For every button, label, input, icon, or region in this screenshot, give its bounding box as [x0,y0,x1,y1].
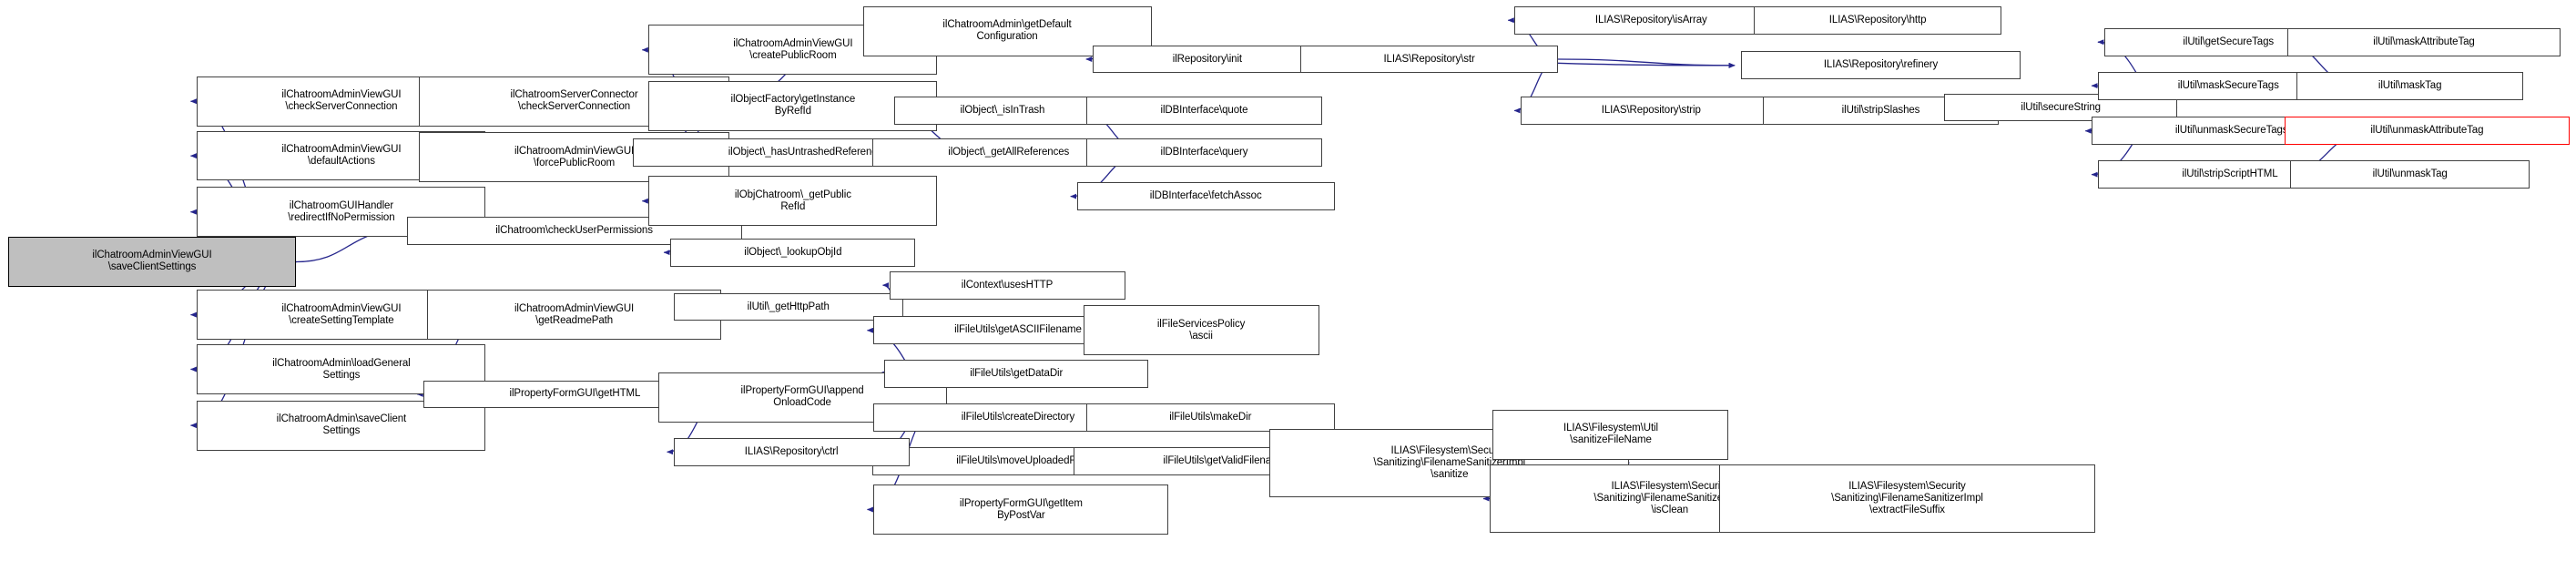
graph-node[interactable]: ilObjChatroom\_getPublic RefId [648,176,938,227]
graph-edge [1558,58,1736,68]
graph-node[interactable]: ilObject\_lookupObjId [670,238,916,267]
graph-node[interactable]: ilObjectFactory\getInstance ByRefId [648,80,938,131]
graph-node[interactable]: ILIAS\Repository\http [1753,5,2002,35]
graph-node[interactable]: ilUtil\unmaskTag [2290,160,2530,189]
graph-node[interactable]: ilObject\_isInTrash [893,97,1112,125]
graph-node[interactable]: ILIAS\Filesystem\Security \Sanitizing\Fi… [1719,464,2095,534]
graph-node[interactable]: ilDBInterface\query [1085,138,1322,168]
graph-node[interactable]: ilUtil\unmaskAttributeTag [2284,117,2571,146]
graph-node[interactable]: ILIAS\Repository\isArray [1514,5,1788,35]
graph-node[interactable]: ilFileServicesPolicy \ascii [1083,305,1319,356]
graph-node[interactable]: ilChatroomAdmin\saveClient Settings [197,400,486,451]
graph-node[interactable]: ILIAS\Repository\refinery [1741,51,2021,80]
graph-node[interactable]: ilChatroomAdminViewGUI \getReadmePath [426,290,722,341]
graph-node[interactable]: ilChatroomAdmin\loadGeneral Settings [197,344,486,394]
graph-node[interactable]: ilRepository\init [1092,45,1322,74]
graph-node[interactable]: ILIAS\Repository\str [1300,45,1559,74]
graph-node[interactable]: ilChatroomAdminViewGUI \saveClientSettin… [7,237,297,287]
graph-node[interactable]: ilUtil\maskTag [2296,71,2524,100]
graph-node[interactable]: ilDBInterface\fetchAssoc [1076,182,1335,210]
graph-node[interactable]: ILIAS\Repository\ctrl [673,437,910,466]
graph-node[interactable]: ilUtil\maskAttributeTag [2287,27,2561,56]
graph-node[interactable]: ilFileUtils\makeDir [1085,403,1335,432]
graph-node[interactable]: ILIAS\Repository\strip [1521,97,1782,125]
graph-node[interactable]: ilDBInterface\quote [1085,97,1322,125]
graph-node[interactable]: ilFileUtils\getDataDir [884,360,1149,389]
graph-node[interactable]: ilPropertyFormGUI\getItem ByPostVar [873,484,1169,535]
graph-node[interactable]: ilContext\usesHTTP [889,270,1125,300]
graph-node[interactable]: ILIAS\Filesystem\Util \sanitizeFileName [1492,410,1729,460]
graph-node[interactable]: ilUtil\_getHttpPath [673,292,903,321]
